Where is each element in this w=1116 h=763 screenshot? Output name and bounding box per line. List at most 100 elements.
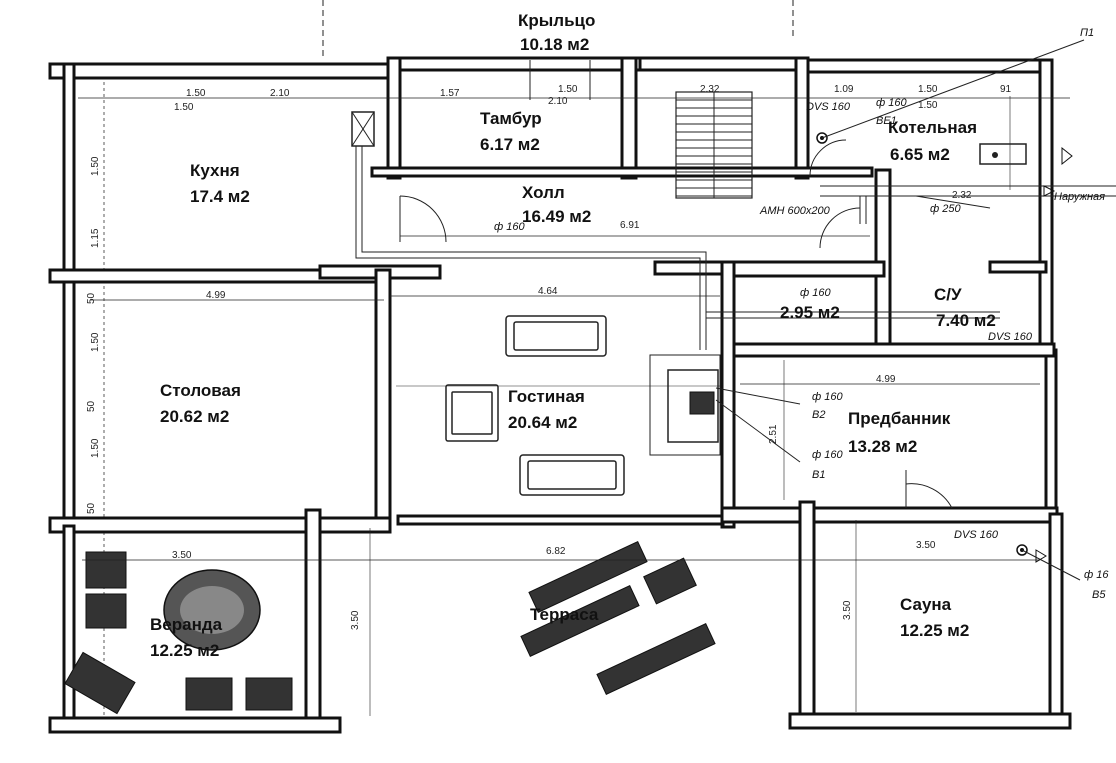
kotelnaya-equipment <box>979 143 1027 165</box>
room-area: 10.18 м2 <box>520 35 589 54</box>
room-name: Столовая <box>160 381 241 400</box>
note-phi160-b2: ф 160 <box>812 391 843 403</box>
dim-label: 6.82 <box>546 546 566 557</box>
room-gostinaya: Гостиная 20.64 м2 <box>508 387 585 432</box>
sofa-top <box>505 315 607 357</box>
dim-label: 4.64 <box>538 286 558 297</box>
room-area: 6.17 м2 <box>480 135 540 154</box>
dim-label: 1.50 <box>174 102 194 113</box>
note-dvs-sauna: DVS 160 <box>954 529 999 541</box>
room-name: Котельная <box>888 118 977 137</box>
dim-label: 1.15 <box>90 228 101 248</box>
veranda-chairs <box>64 551 293 715</box>
note-amn: АМН 600x200 <box>759 205 831 217</box>
room-name: Холл <box>522 183 565 202</box>
room-name: Кухня <box>190 161 240 180</box>
dim-label: 3.50 <box>172 550 192 561</box>
room-area: 6.65 м2 <box>890 145 950 164</box>
walls <box>48 56 1072 734</box>
dimension-lines <box>78 96 1070 716</box>
room-kotelnaya: Котельная 6.65 м2 <box>888 118 977 164</box>
note-phi16: ф 16 <box>1084 569 1109 581</box>
room-name: Сауна <box>900 595 952 614</box>
dim-label: 1.50 <box>918 84 938 95</box>
note-b5: В5 <box>1092 589 1106 601</box>
note-phi250: ф 250 <box>930 203 961 215</box>
dim-label: 3.50 <box>350 610 361 630</box>
dim-label: 1.50 <box>918 100 938 111</box>
dim-label: 3.50 <box>842 600 853 620</box>
dim-label: 4.99 <box>206 290 226 301</box>
room-area: 16.49 м2 <box>522 207 591 226</box>
annotations: П1 DVS 160 ф 160 ВЕ1 Наружная АМН 600x20… <box>494 27 1109 601</box>
room-predbannik: Предбанник 13.28 м2 <box>848 409 951 456</box>
armchair <box>445 384 499 442</box>
room-name: Веранда <box>150 615 223 634</box>
room-hall2: 2.95 м2 <box>780 303 840 322</box>
terrace-loungers <box>520 541 716 695</box>
note-phi160-duct: ф 160 <box>494 221 525 233</box>
room-tambur: Тамбур 6.17 м2 <box>480 109 542 154</box>
dim-label: 2.10 <box>548 96 568 107</box>
dim-label: 50 <box>86 292 97 304</box>
room-area: 12.25 м2 <box>150 641 219 660</box>
dim-label: 6.91 <box>620 220 640 231</box>
dim-label: 3.50 <box>916 540 936 551</box>
dim-label: 1.50 <box>90 438 101 458</box>
vent-markers <box>715 39 1085 581</box>
room-name: Тамбур <box>480 109 542 128</box>
room-name: Крыльцо <box>518 11 595 30</box>
dim-label: 1.57 <box>440 88 460 99</box>
ventilation-ducts <box>355 146 1116 350</box>
room-terrasa: Терраса <box>530 605 599 624</box>
room-name: С/У <box>934 285 962 304</box>
room-kuhnya: Кухня 17.4 м2 <box>190 161 250 206</box>
dim-label: 1.50 <box>90 156 101 176</box>
note-dvs-top: DVS 160 <box>806 101 851 113</box>
room-area: 7.40 м2 <box>936 311 996 330</box>
dimension-labels: 1.50 1.50 2.10 1.57 1.50 2.10 2.32 1.09 … <box>86 84 1012 630</box>
dim-label: 50 <box>86 502 97 514</box>
note-phi160-top: ф 160 <box>876 97 907 109</box>
staircase <box>675 91 753 199</box>
note-naruzhnaya: Наружная <box>1054 191 1105 203</box>
veranda-table <box>163 569 261 651</box>
room-name: Терраса <box>530 605 599 624</box>
dim-label: 1.09 <box>834 84 854 95</box>
note-b2: В2 <box>812 409 825 421</box>
room-sauna: Сауна 12.25 м2 <box>900 595 969 640</box>
room-name: Гостиная <box>508 387 585 406</box>
dim-label: 2.32 <box>700 84 720 95</box>
dim-label: 91 <box>1000 84 1012 95</box>
note-phi160-b1: ф 160 <box>812 449 843 461</box>
note-phi160-hall: ф 160 <box>800 287 831 299</box>
room-area: 13.28 м2 <box>848 437 917 456</box>
room-name: Предбанник <box>848 409 951 428</box>
note-ve1: ВЕ1 <box>876 115 897 127</box>
room-krylco: Крыльцо 10.18 м2 <box>518 11 595 54</box>
note-dvs-su: DVS 160 <box>988 331 1033 343</box>
note-b1: В1 <box>812 469 825 481</box>
dim-label: 2.10 <box>270 88 290 99</box>
fireplace <box>649 354 721 456</box>
dim-label: 1.50 <box>186 88 206 99</box>
room-veranda: Веранда 12.25 м2 <box>150 615 223 660</box>
room-holl: Холл 16.49 м2 <box>522 183 591 226</box>
dim-label: 4.99 <box>876 374 896 385</box>
note-p1: П1 <box>1080 27 1094 39</box>
dim-label: 2.32 <box>952 190 972 201</box>
room-area: 20.62 м2 <box>160 407 229 426</box>
dim-label: 2.51 <box>768 424 779 444</box>
room-area: 17.4 м2 <box>190 187 250 206</box>
sofa-bottom <box>519 454 625 496</box>
dim-label: 1.50 <box>90 332 101 352</box>
dim-label: 50 <box>86 400 97 412</box>
room-stolovaya: Столовая 20.62 м2 <box>160 381 241 426</box>
room-area: 12.25 м2 <box>900 621 969 640</box>
doors <box>399 60 953 509</box>
dim-label: 1.50 <box>558 84 578 95</box>
ventilation-box-icon <box>351 111 375 147</box>
room-area: 2.95 м2 <box>780 303 840 322</box>
room-area: 20.64 м2 <box>508 413 577 432</box>
